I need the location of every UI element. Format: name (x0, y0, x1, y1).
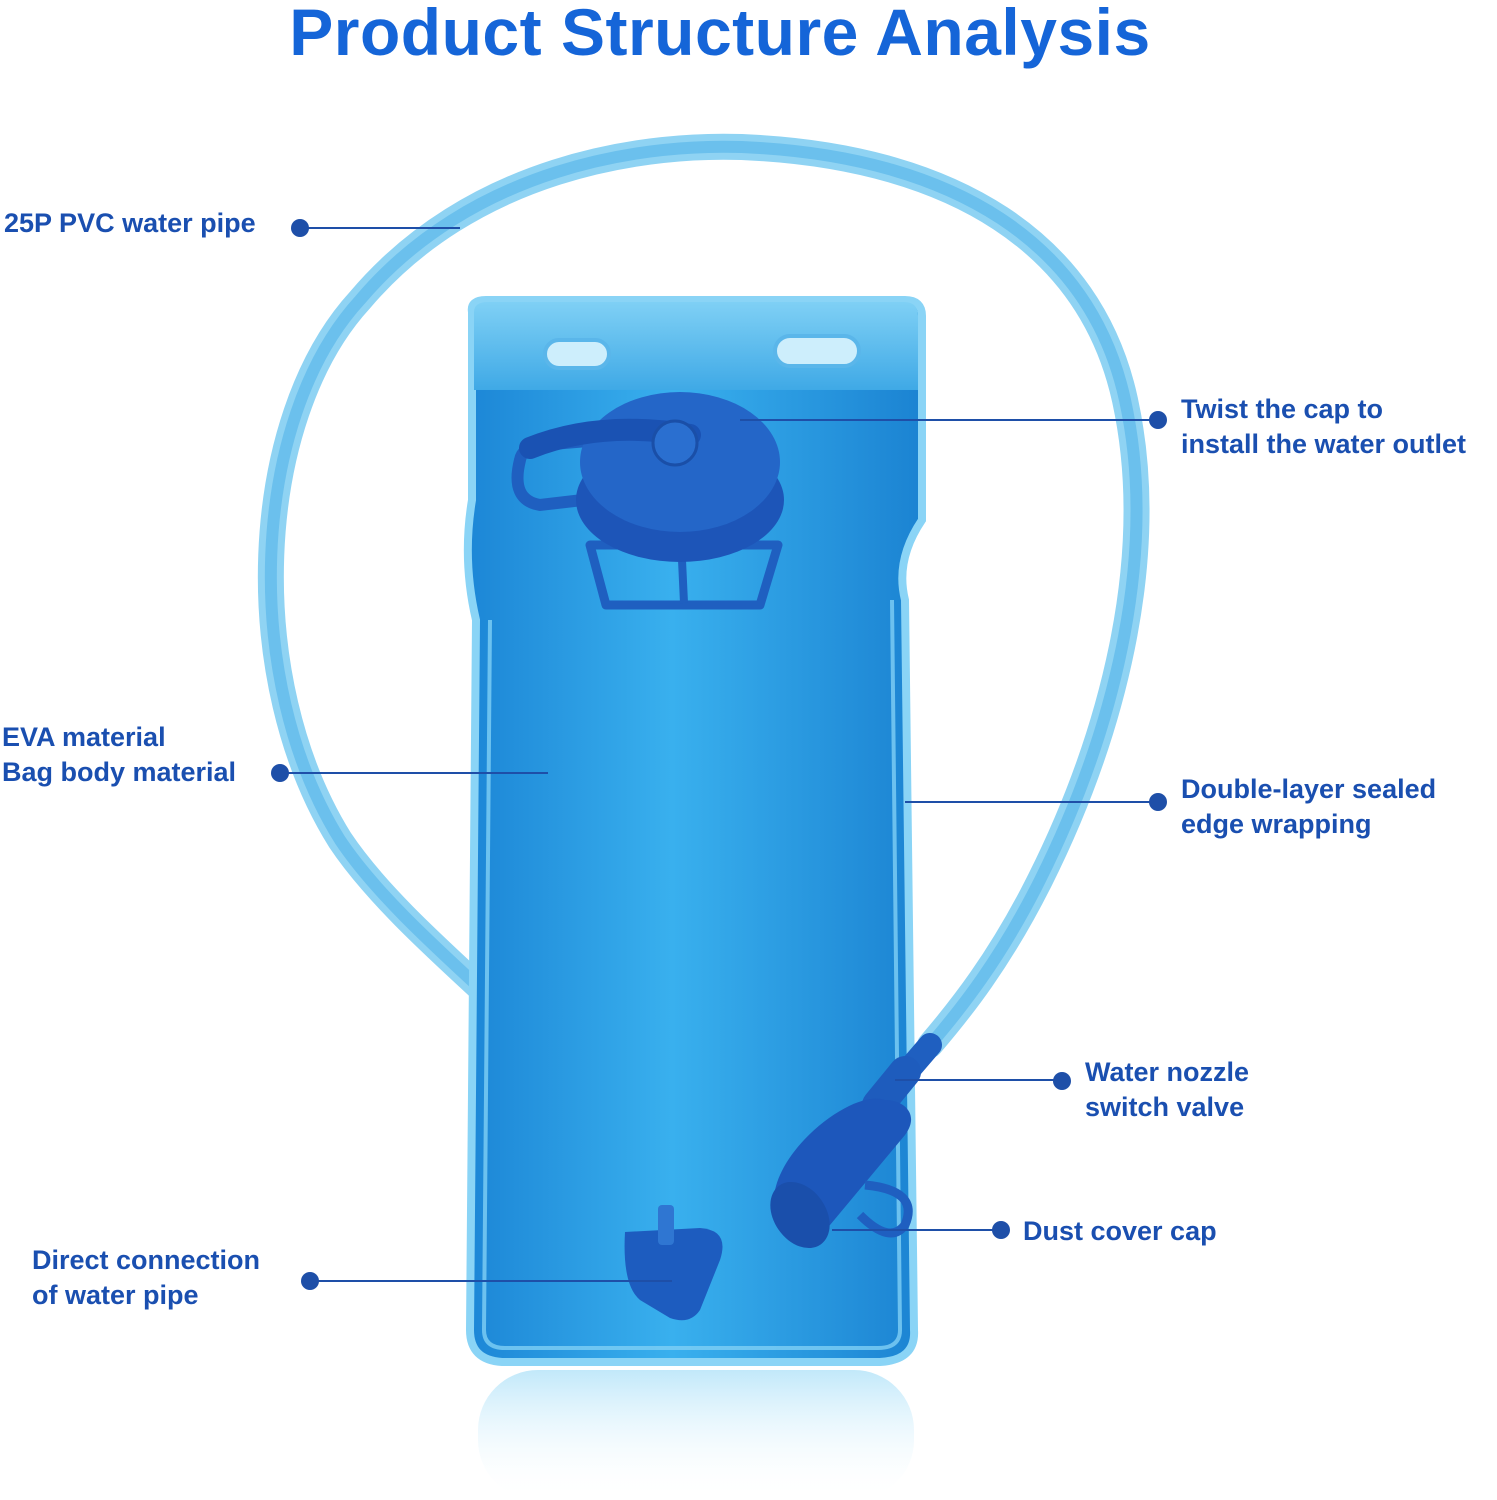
label-edge: Double-layer sealed edge wrapping (1181, 772, 1436, 842)
nozzle-valve (770, 1033, 942, 1249)
label-dust-cap-text: Dust cover cap (1023, 1216, 1217, 1246)
label-pvc-pipe: 25P PVC water pipe (4, 206, 256, 241)
leader-dots (271, 219, 1167, 1290)
label-connection-line2: of water pipe (32, 1280, 199, 1310)
label-nozzle-line2: switch valve (1085, 1092, 1245, 1122)
bag-reflection (478, 1370, 914, 1500)
fill-cap (511, 392, 784, 610)
pipe-connector (624, 1205, 723, 1321)
label-cap-line1: Twist the cap to (1181, 394, 1384, 424)
page-title: Product Structure Analysis (289, 0, 1151, 69)
label-cap: Twist the cap to install the water outle… (1181, 392, 1466, 462)
leader-lines (280, 227, 1158, 1282)
bag-body (463, 296, 926, 1366)
label-eva: EVA material Bag body material (2, 720, 236, 790)
label-edge-line1: Double-layer sealed (1181, 774, 1437, 804)
label-nozzle-line1: Water nozzle (1085, 1057, 1250, 1087)
label-connection: Direct connection of water pipe (32, 1243, 260, 1313)
label-eva-line2: Bag body material (2, 757, 237, 787)
label-connection-line1: Direct connection (32, 1245, 261, 1275)
label-nozzle: Water nozzle switch valve (1085, 1055, 1249, 1125)
label-pvc-pipe-text: 25P PVC water pipe (4, 208, 256, 238)
label-dust-cap: Dust cover cap (1023, 1214, 1217, 1249)
hang-slot-left (543, 338, 611, 370)
label-cap-line2: install the water outlet (1181, 429, 1467, 459)
label-eva-line1: EVA material (2, 722, 166, 752)
hang-slot-right (773, 334, 861, 368)
label-edge-line2: edge wrapping (1181, 809, 1372, 839)
